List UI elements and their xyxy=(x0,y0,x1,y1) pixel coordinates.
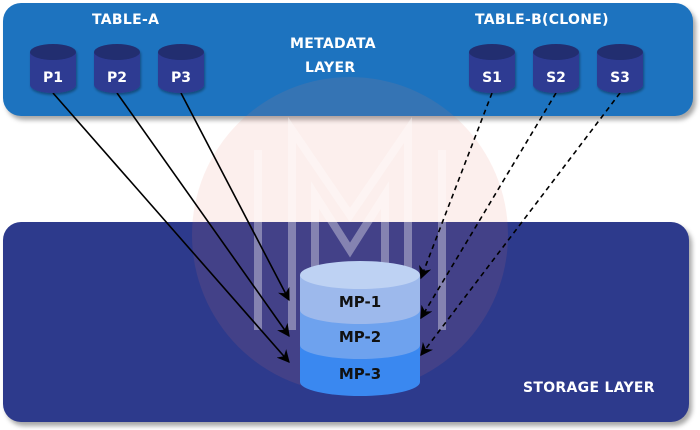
micro-partition-3: MP-3 xyxy=(300,345,420,396)
partition-label: P3 xyxy=(171,70,191,86)
table-a-partitions: P1 P2 P3 xyxy=(30,44,204,93)
cylinder-top xyxy=(94,44,140,60)
partition-p3: P3 xyxy=(158,44,204,93)
cylinder-body xyxy=(94,52,140,93)
cylinder-body xyxy=(597,52,643,93)
partition-label: P2 xyxy=(107,70,127,86)
partition-s2: S2 xyxy=(533,44,579,93)
arrow-p3-to-mp-1 xyxy=(180,92,290,302)
arrow-s3-to-mp-3 xyxy=(420,92,621,357)
arrow-s1-to-mp-1 xyxy=(419,92,493,280)
table-b-title: TABLE-B(CLONE) xyxy=(475,12,609,28)
cylinder-top xyxy=(597,44,643,60)
cylinder-top xyxy=(533,44,579,60)
micro-partition-2: MP-2 xyxy=(300,310,420,359)
band-shape xyxy=(300,310,420,359)
cylinder-body xyxy=(469,52,515,93)
storage-layer-title: STORAGE LAYER xyxy=(523,380,655,396)
partition-s1: S1 xyxy=(469,44,515,93)
table-b-partitions: S1 S2 S3 xyxy=(469,44,643,93)
arrow-p2-to-mp-2 xyxy=(116,92,290,338)
cylinder-body xyxy=(30,52,76,93)
partition-label: P1 xyxy=(43,70,63,86)
storage-cylinder-top xyxy=(300,261,420,289)
cylinder-top xyxy=(158,44,204,60)
band-shape xyxy=(300,275,420,324)
partition-label: S1 xyxy=(482,70,502,86)
micro-partition-label: MP-2 xyxy=(339,328,381,346)
partition-label: S2 xyxy=(546,70,566,86)
partition-p1: P1 xyxy=(30,44,76,93)
band-shape xyxy=(300,345,420,396)
cylinder-body xyxy=(158,52,204,93)
cylinder-top xyxy=(469,44,515,60)
partition-label: S3 xyxy=(610,70,630,86)
partition-s3: S3 xyxy=(597,44,643,93)
micro-partition-label: MP-1 xyxy=(339,293,381,311)
partition-p2: P2 xyxy=(94,44,140,93)
arrow-p1-to-mp-3 xyxy=(52,92,290,363)
metadata-layer-title-line2: LAYER xyxy=(305,60,356,76)
micro-partition-1: MP-1 xyxy=(300,275,420,324)
metadata-layer-title-line1: METADATA xyxy=(290,36,376,52)
cylinder-top xyxy=(30,44,76,60)
cylinder-body xyxy=(533,52,579,93)
table-a-title: TABLE-A xyxy=(92,12,160,28)
micro-partition-label: MP-3 xyxy=(339,365,381,383)
storage-cylinder: MP-3 MP-2 MP-1 xyxy=(300,261,420,396)
arrow-s2-to-mp-2 xyxy=(420,92,557,320)
